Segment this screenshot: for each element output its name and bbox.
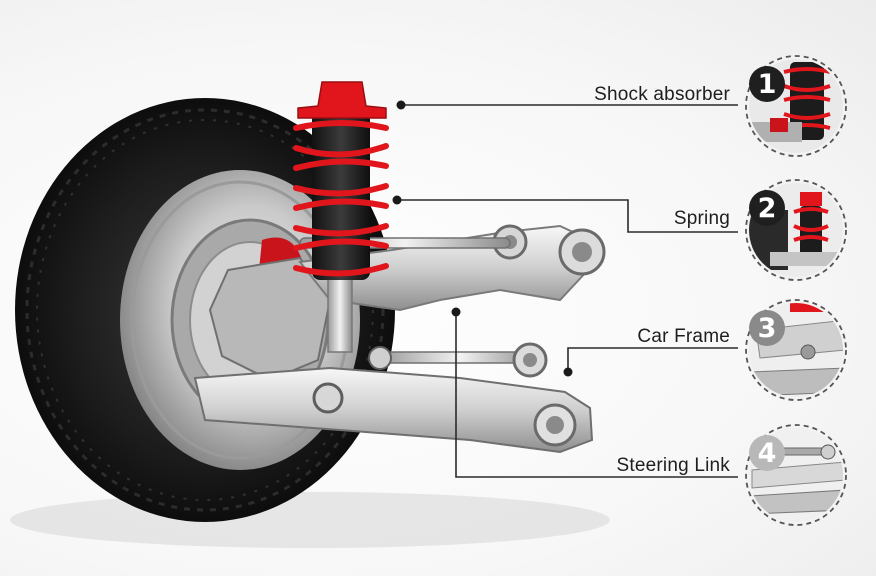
badge-4: 4 <box>742 425 850 533</box>
leader-dots <box>392 100 573 377</box>
leader-line-4 <box>455 312 738 478</box>
badge-2: 2 <box>742 180 850 288</box>
badge-1: 1 <box>742 56 850 164</box>
badge-3: 3 <box>742 300 850 408</box>
label-steering-link: Steering Link <box>616 455 730 476</box>
thumbnail-3 <box>745 299 847 401</box>
badge-number-2: 2 <box>749 190 785 226</box>
coil-spring <box>293 120 389 277</box>
label-car-frame: Car Frame <box>637 326 730 347</box>
badge-number-1: 1 <box>749 66 785 102</box>
badge-number-3: 3 <box>749 310 785 346</box>
leader-line-2 <box>397 199 738 233</box>
badge-number-4: 4 <box>749 435 785 471</box>
leader-lines <box>397 104 738 478</box>
lower-control-arm <box>193 366 594 454</box>
label-shock-absorber: Shock absorber <box>594 84 730 105</box>
thumbnail-1 <box>745 55 847 157</box>
shock-rod <box>327 271 353 353</box>
ground-shadow <box>10 492 610 548</box>
top-mount <box>297 81 387 119</box>
label-spring: Spring <box>673 208 730 229</box>
leader-line-3 <box>567 347 738 370</box>
